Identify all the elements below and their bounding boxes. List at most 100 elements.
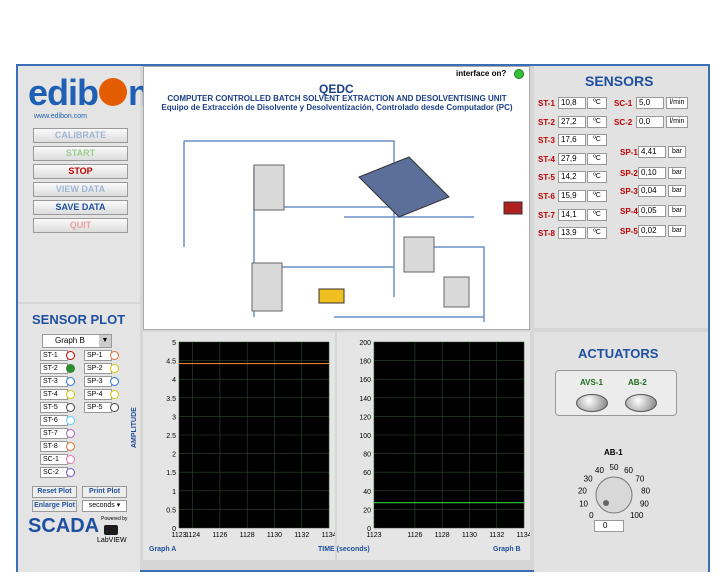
knob-tick-label: 20	[578, 487, 587, 496]
x-tick-label: 1123	[366, 532, 381, 539]
y-tick-label: 4.5	[166, 359, 176, 366]
separator-tank	[403, 236, 435, 273]
sensor-unit-st-6: ºC	[587, 190, 607, 202]
sensor-label-st-4: ST-4	[538, 154, 555, 164]
sensor-label-sc-1: SC-1	[614, 99, 633, 108]
process-schematic	[183, 140, 523, 322]
legend-toggle-sc-1[interactable]	[66, 455, 75, 464]
knob-tick-label: 0	[589, 511, 594, 520]
time-units-select[interactable]: seconds ▾	[82, 500, 127, 512]
powered-by-label: Powered by	[101, 516, 128, 522]
sensor-unit-sp-1: bar	[668, 146, 686, 158]
legend-toggle-st-7[interactable]	[66, 429, 75, 438]
diagram-title-es: Equipo de Extracción de Disolvente y Des…	[161, 103, 513, 112]
legend-toggle-sp-2[interactable]	[110, 364, 119, 373]
knob-tick-label: 80	[641, 487, 650, 496]
knob-tick-label: 10	[579, 500, 588, 509]
start-button[interactable]: START	[33, 146, 128, 161]
x-tick-label: 1134	[321, 532, 335, 539]
y-tick-label: 4	[172, 377, 176, 384]
waste-water-tank	[443, 276, 470, 308]
legend-item-sp-4: SP-4	[84, 389, 112, 400]
save-data-button[interactable]: SAVE DATA	[33, 200, 128, 215]
x-tick-label: 1126	[407, 532, 422, 539]
ab1-numeric-value: 0	[603, 521, 608, 530]
sensor-value-sp-2: 0,10	[638, 167, 666, 179]
y-tick-label: 180	[359, 359, 371, 366]
x-tick-label: 1132	[294, 532, 309, 539]
y-tick-label: 2	[172, 452, 176, 459]
quit-button[interactable]: QUIT	[33, 218, 128, 233]
y-tick-label: 200	[359, 340, 371, 347]
sensor-plot-title: SENSOR PLOT	[32, 312, 126, 327]
reset-plot-button[interactable]: Reset Plot	[32, 486, 77, 498]
time-units-value: seconds	[88, 502, 115, 509]
sensor-unit-st-4: ºC	[587, 152, 607, 165]
sensor-unit-st-2: ºC	[587, 115, 607, 128]
knob-tick-label: 50	[610, 463, 619, 472]
sensor-label-st-8: ST-8	[538, 229, 555, 239]
interface-led-icon	[514, 69, 524, 79]
stop-button[interactable]: STOP	[33, 164, 128, 179]
legend-toggle-st-5[interactable]	[66, 403, 75, 412]
knob-tick-label: 90	[640, 500, 649, 509]
extractor-vessel	[253, 164, 285, 211]
legend-toggle-st-4[interactable]	[66, 390, 75, 399]
sensor-value-sc-1: 5,0	[636, 97, 664, 109]
x-tick-label: 1132	[489, 532, 504, 539]
legend-item-st-7: ST-7	[40, 428, 68, 439]
legend-item-st-3: ST-3	[40, 376, 68, 387]
legend-toggle-st-3[interactable]	[66, 377, 75, 386]
sensor-unit-st-7: ºC	[587, 208, 607, 221]
legend-toggle-st-6[interactable]	[66, 416, 75, 425]
y-tick-label: 120	[359, 414, 371, 421]
legend-toggle-st-2[interactable]	[66, 364, 75, 373]
sensor-unit-sp-3: bar	[668, 185, 686, 197]
sensor-value-st-1: 10,8	[558, 97, 586, 109]
legend-toggle-sp-4[interactable]	[110, 390, 119, 399]
sensor-label-sp-2: SP-2	[620, 169, 638, 178]
sensor-unit-st-3: ºC	[587, 134, 607, 147]
legend-item-st-5: ST-5	[40, 402, 68, 413]
print-plot-button[interactable]: Print Plot	[82, 486, 127, 498]
actuators-title: ACTUATORS	[578, 346, 659, 361]
sensor-value-sp-3: 0,04	[638, 185, 666, 197]
ab2-toggle[interactable]	[625, 394, 657, 412]
y-tick-label: 140	[359, 396, 371, 403]
ab1-numeric-input[interactable]: 0	[594, 520, 624, 532]
y-tick-label: 20	[363, 507, 371, 514]
website-url: www.edibon.com	[34, 113, 87, 120]
calibrate-button[interactable]: CALIBRATE	[33, 128, 128, 143]
x-tick-label: 1128	[240, 532, 255, 539]
y-tick-label: 3	[172, 414, 176, 421]
sensor-label-sp-3: SP-3	[620, 187, 638, 196]
y-tick-label: 80	[363, 452, 371, 459]
condenser	[358, 156, 450, 218]
chevron-down-icon[interactable]: ▼	[99, 335, 111, 347]
legend-toggle-sp-1[interactable]	[110, 351, 119, 360]
legend-toggle-sp-5[interactable]	[110, 403, 119, 412]
legend-item-sp-1: SP-1	[84, 350, 112, 361]
avs1-toggle[interactable]	[576, 394, 608, 412]
sensor-value-st-5: 14,2	[558, 171, 586, 184]
legend-item-st-6: ST-6	[40, 415, 68, 426]
legend-toggle-sc-2[interactable]	[66, 468, 75, 477]
sensor-unit-sc-1: l/min	[666, 97, 688, 109]
graph-selector[interactable]: Graph B▼	[42, 334, 112, 348]
sensor-value-st-7: 14,1	[558, 208, 586, 221]
legend-toggle-sp-3[interactable]	[110, 377, 119, 386]
legend-toggle-st-1[interactable]	[66, 351, 75, 360]
sensor-unit-sp-5: bar	[668, 225, 686, 237]
sensor-label-sp-4: SP-4	[620, 207, 638, 216]
y-tick-label: 0.5	[166, 507, 176, 514]
scada-logo: SCADA	[28, 515, 100, 537]
y-tick-label: 60	[363, 470, 371, 477]
sensor-value-st-4: 27,9	[558, 152, 586, 165]
ab2-label: AB-2	[628, 378, 647, 387]
enlarge-plot-button[interactable]: Enlarge Plot	[32, 500, 77, 512]
view-data-button[interactable]: VIEW DATA	[33, 182, 128, 197]
legend-toggle-st-8[interactable]	[66, 442, 75, 451]
